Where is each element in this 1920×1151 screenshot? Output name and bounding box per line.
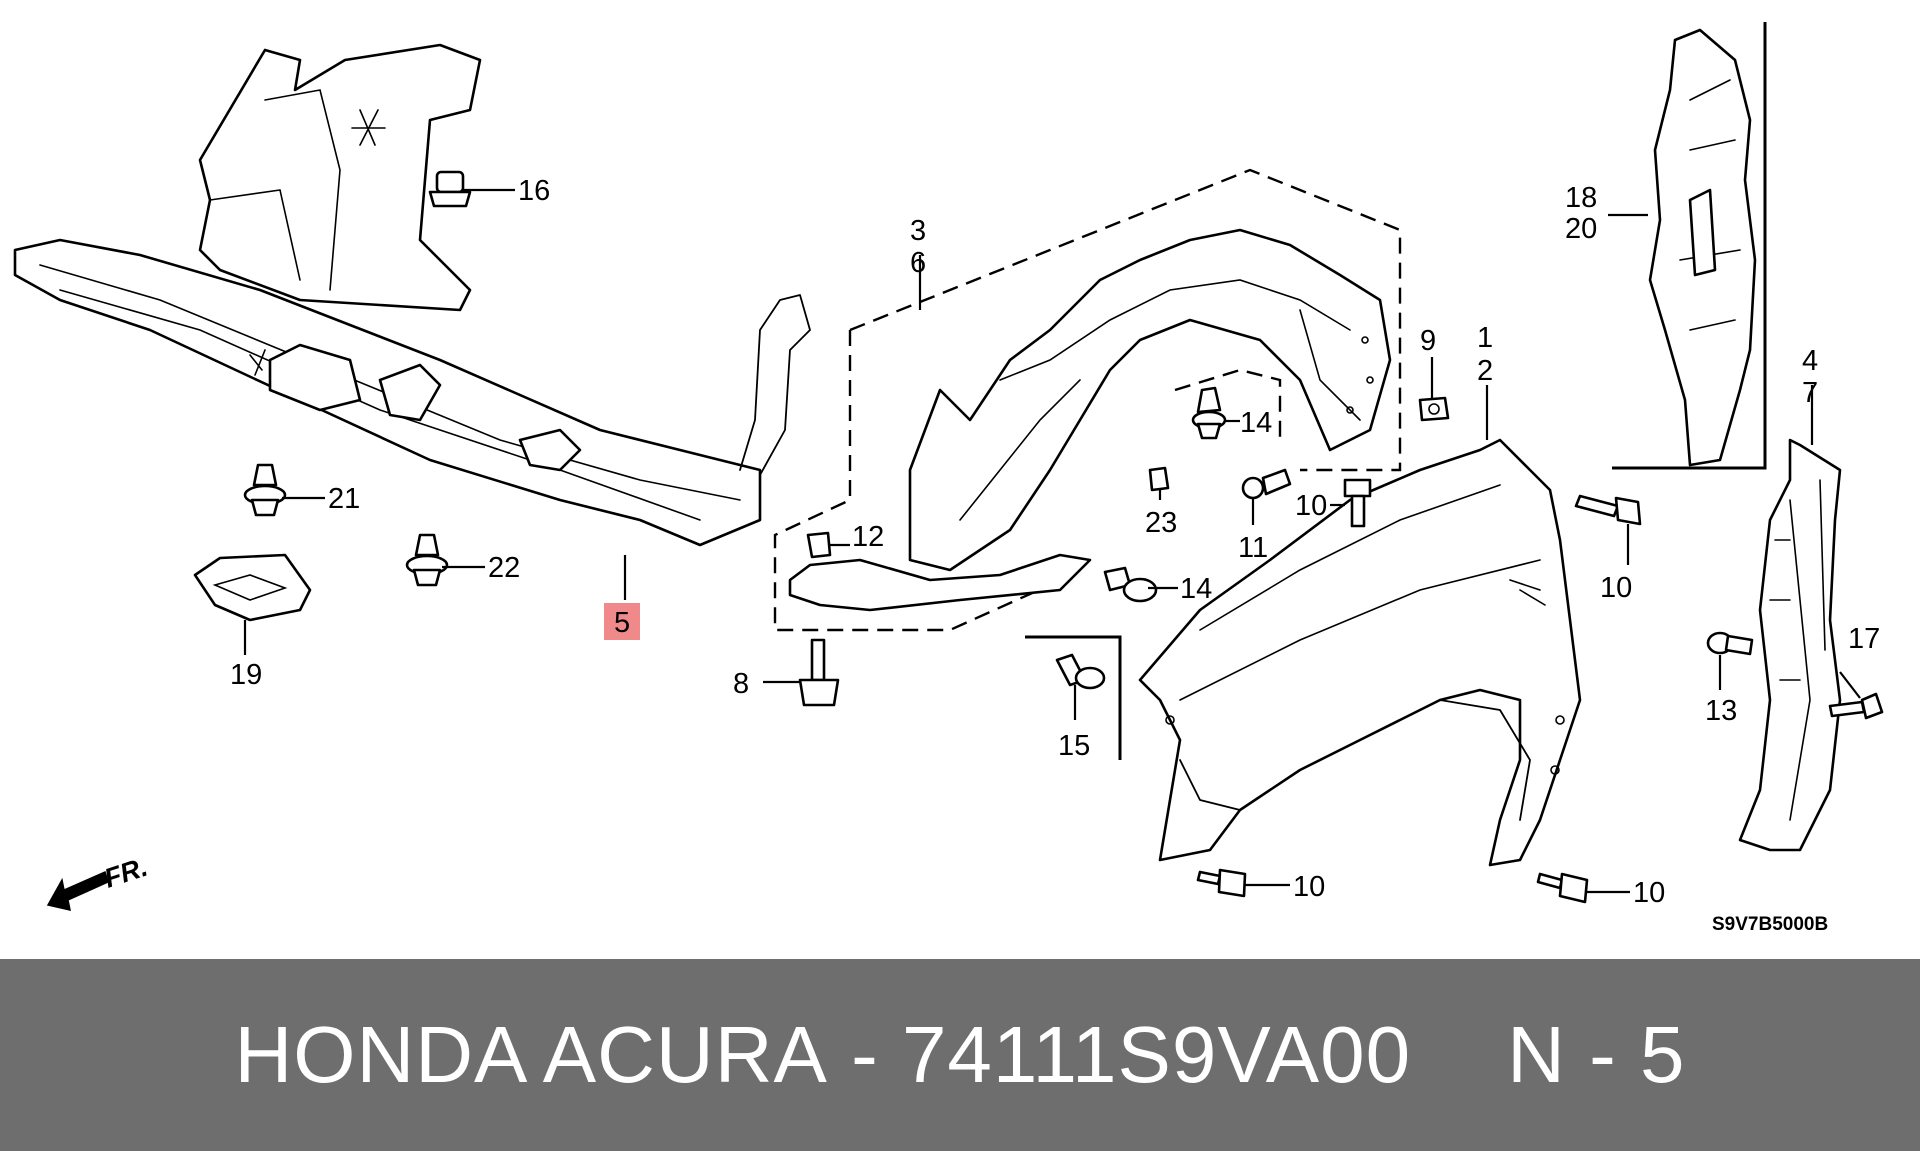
bolt-10-right[interactable] — [1574, 494, 1642, 526]
side-bracket[interactable] — [1738, 438, 1842, 852]
nut-9[interactable] — [1418, 396, 1450, 422]
front-direction-arrow-icon — [46, 870, 109, 911]
label-23: 23 — [1145, 507, 1177, 539]
clip-14-lower[interactable] — [1103, 566, 1158, 603]
clip-22[interactable] — [405, 533, 449, 587]
label-10-top: 10 — [1295, 490, 1327, 522]
label-4: 4 — [1802, 345, 1818, 377]
clip-12[interactable] — [806, 531, 832, 559]
label-10-lower-right: 10 — [1633, 877, 1665, 909]
label-20: 20 — [1565, 213, 1597, 245]
part-number: 74111S9VA00 — [901, 1010, 1412, 1099]
label-5[interactable]: 5 — [614, 607, 630, 639]
label-9: 9 — [1420, 325, 1436, 357]
inner-fender-liner[interactable] — [788, 228, 1392, 612]
label-14-upper: 14 — [1240, 407, 1272, 439]
caption-separator: - — [851, 1010, 879, 1099]
clip-14-upper[interactable] — [1191, 386, 1227, 440]
clip-15[interactable] — [1055, 653, 1106, 690]
leader-lines — [243, 188, 1861, 894]
front-direction-label: FR. — [101, 852, 152, 894]
inner-fender-box — [773, 168, 1402, 632]
label-8: 8 — [733, 668, 749, 700]
clip-13[interactable] — [1706, 631, 1754, 656]
label-18: 18 — [1565, 182, 1597, 214]
label-3: 3 — [910, 215, 926, 247]
bolt-11[interactable] — [1241, 468, 1292, 500]
bolt-8[interactable] — [798, 638, 840, 707]
label-1: 1 — [1477, 322, 1493, 354]
label-17: 17 — [1848, 623, 1880, 655]
sub-box — [1174, 368, 1282, 440]
nut-23[interactable] — [1148, 466, 1170, 492]
diagram-code: S9V7B5000B — [1712, 914, 1828, 935]
part-caption-bar: HONDA ACURA - 74111S9VA00 N - 5 — [0, 959, 1920, 1151]
label-6: 6 — [910, 247, 926, 279]
bracket-frame — [1612, 22, 1767, 470]
label-10-right: 10 — [1600, 572, 1632, 604]
label-14-lower: 14 — [1180, 573, 1212, 605]
screw-17[interactable] — [1828, 692, 1884, 720]
label-15: 15 — [1058, 730, 1090, 762]
brand-name: HONDA ACURA — [234, 1010, 828, 1099]
clip-16[interactable] — [428, 170, 472, 208]
cover-19[interactable] — [193, 553, 312, 622]
label-12: 12 — [852, 521, 884, 553]
label-19: 19 — [230, 659, 262, 691]
label-21: 21 — [328, 483, 360, 515]
label-10-lower-left: 10 — [1293, 871, 1325, 903]
clip-21[interactable] — [243, 463, 287, 517]
front-fender[interactable] — [1138, 438, 1582, 867]
bolt-10-top[interactable] — [1343, 478, 1372, 528]
parts-diagram: 16 21 22 19 5 3 6 12 8 9 1 2 14 23 10 11… — [13, 22, 1884, 935]
label-16: 16 — [518, 175, 550, 207]
label-22: 22 — [488, 552, 520, 584]
bolt-10-lower-right[interactable] — [1536, 872, 1589, 904]
label-11: 11 — [1238, 532, 1268, 564]
label-2: 2 — [1477, 355, 1493, 387]
fender-bracket[interactable] — [1648, 28, 1757, 467]
bolt-10-lower-left[interactable] — [1196, 868, 1247, 898]
label-13: 13 — [1705, 695, 1737, 727]
highlight-box — [604, 603, 640, 640]
label-7: 7 — [1802, 377, 1818, 409]
part-position: N - 5 — [1507, 1010, 1686, 1099]
clip-frame — [1025, 635, 1122, 760]
front-splash-shield[interactable] — [13, 43, 811, 547]
